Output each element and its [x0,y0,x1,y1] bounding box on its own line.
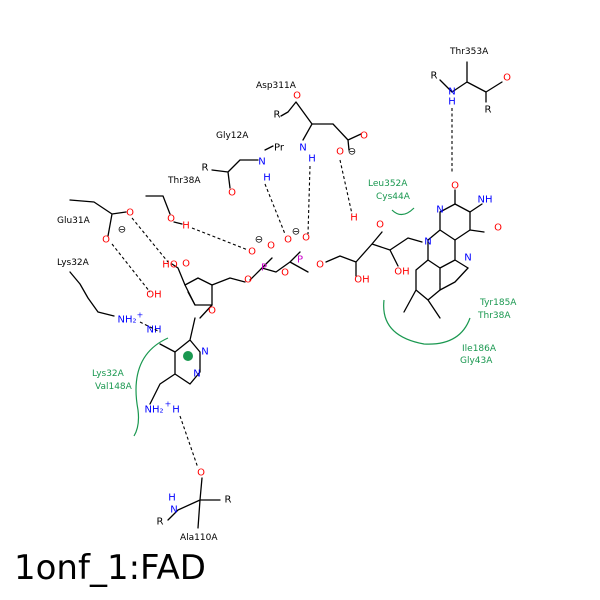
atom-r: R [485,105,492,116]
contact-label-ile186: Ile186A [462,344,497,354]
atom-o: O [248,247,256,258]
atom-o: O [228,188,236,199]
contact-label-tyr185: Tyr185A [479,298,517,308]
atom-r: R [225,495,232,506]
atom-h: H [308,154,316,165]
atom-n: N [464,253,471,264]
atom-minus: ⊖ [292,227,300,238]
atom-nh2: NH₂ [117,315,136,326]
contact-label-gly43: Gly43A [460,356,493,366]
atom-minus: ⊖ [255,235,263,246]
atom-o: O [284,235,292,246]
atom-o: O [494,223,502,234]
atom-n: N [170,505,177,516]
atom-oh: OH [354,275,369,286]
atom-r: R [431,71,438,82]
atom-o: O [360,131,368,142]
atom-h: H [448,97,456,108]
atom-nh: NH [147,325,162,336]
ligand-fad: O O HO OH O P O O ⊖ O P O O ⊖ O OH O H O… [144,181,502,416]
atom-nh2: NH₂ [144,405,163,416]
atom-o: O [293,91,301,102]
residue-thr353: Thr353A R N H O R [431,47,512,116]
atom-o: O [281,268,289,279]
residue-label-thr38: Thr38A [167,176,201,186]
atom-o: O [376,220,384,231]
atom-h: H [168,493,176,504]
atom-plus: + [137,311,144,320]
atom-minus: ⊖ [348,147,356,158]
atom-o: O [336,147,344,158]
residue-label-ala110: Ala110A [180,533,218,543]
contact-label-val148: Val148A [95,382,133,392]
contact-label-lys32: Lys32A [92,369,125,379]
atom-plus: + [165,400,172,409]
atom-o: O [167,214,175,225]
atom-ho: HO [162,260,178,271]
atom-o: O [197,468,205,479]
atom-n: N [448,87,455,98]
residue-gly12: Gly12A Pr N H R O [202,131,285,199]
atom-oh: OH [146,290,161,301]
atom-o: O [302,233,310,244]
atom-o: O [208,306,216,317]
atom-r: R [202,163,209,174]
atom-o: O [126,208,134,219]
atom-h: H [172,405,180,416]
atom-h: H [350,213,358,224]
atom-o: O [182,259,190,270]
residue-label-thr353: Thr353A [449,47,489,57]
atom-n: N [299,143,306,154]
hydrogen-bonds [111,108,453,469]
atom-pr: Pr [274,143,285,154]
atom-h: H [182,221,190,232]
residue-ala110: O R H N R Ala110A [157,468,232,544]
atom-oh: OH [394,267,409,278]
residue-thr38: Thr38A O H [145,176,201,232]
residue-asp311: Asp311A O R N H O O ⊖ [256,81,368,165]
atom-r: R [274,110,281,121]
residue-label-glu31: Glu31A [57,216,91,226]
atom-o: O [244,275,252,286]
residue-lys32: Lys32A NH₂ + [57,258,143,326]
diagram-caption: 1onf_1:FAD [14,548,206,588]
atom-p: P [297,255,303,266]
contact-label-cys44: Cys44A [376,192,411,202]
atom-o: O [267,241,275,252]
atom-r: R [157,517,164,528]
atom-n: N [201,347,208,358]
atom-n: N [193,369,200,380]
atom-n: N [424,237,431,248]
residue-glu31: Glu31A O O ⊖ [57,199,134,246]
residue-label-lys32: Lys32A [57,258,90,268]
hydrophobic-contacts: Leu352A Cys44A Tyr185A Thr38A Ile186A Gl… [92,179,517,437]
atom-o: O [451,181,459,192]
atom-o: O [102,235,110,246]
contact-label-thr38: Thr38A [477,311,511,321]
atom-p: P [261,263,267,274]
contact-label-leu352: Leu352A [368,179,408,189]
atom-minus: ⊖ [118,225,126,236]
atom-h: H [263,173,271,184]
atom-n: N [436,205,443,216]
atom-nh: NH [478,195,493,206]
residue-label-asp311: Asp311A [256,81,297,91]
aromatic-center-marker [183,351,193,361]
atom-o: O [503,73,511,84]
atom-n: N [258,157,265,168]
atom-o: O [316,260,324,271]
residue-label-gly12: Gly12A [216,131,249,141]
